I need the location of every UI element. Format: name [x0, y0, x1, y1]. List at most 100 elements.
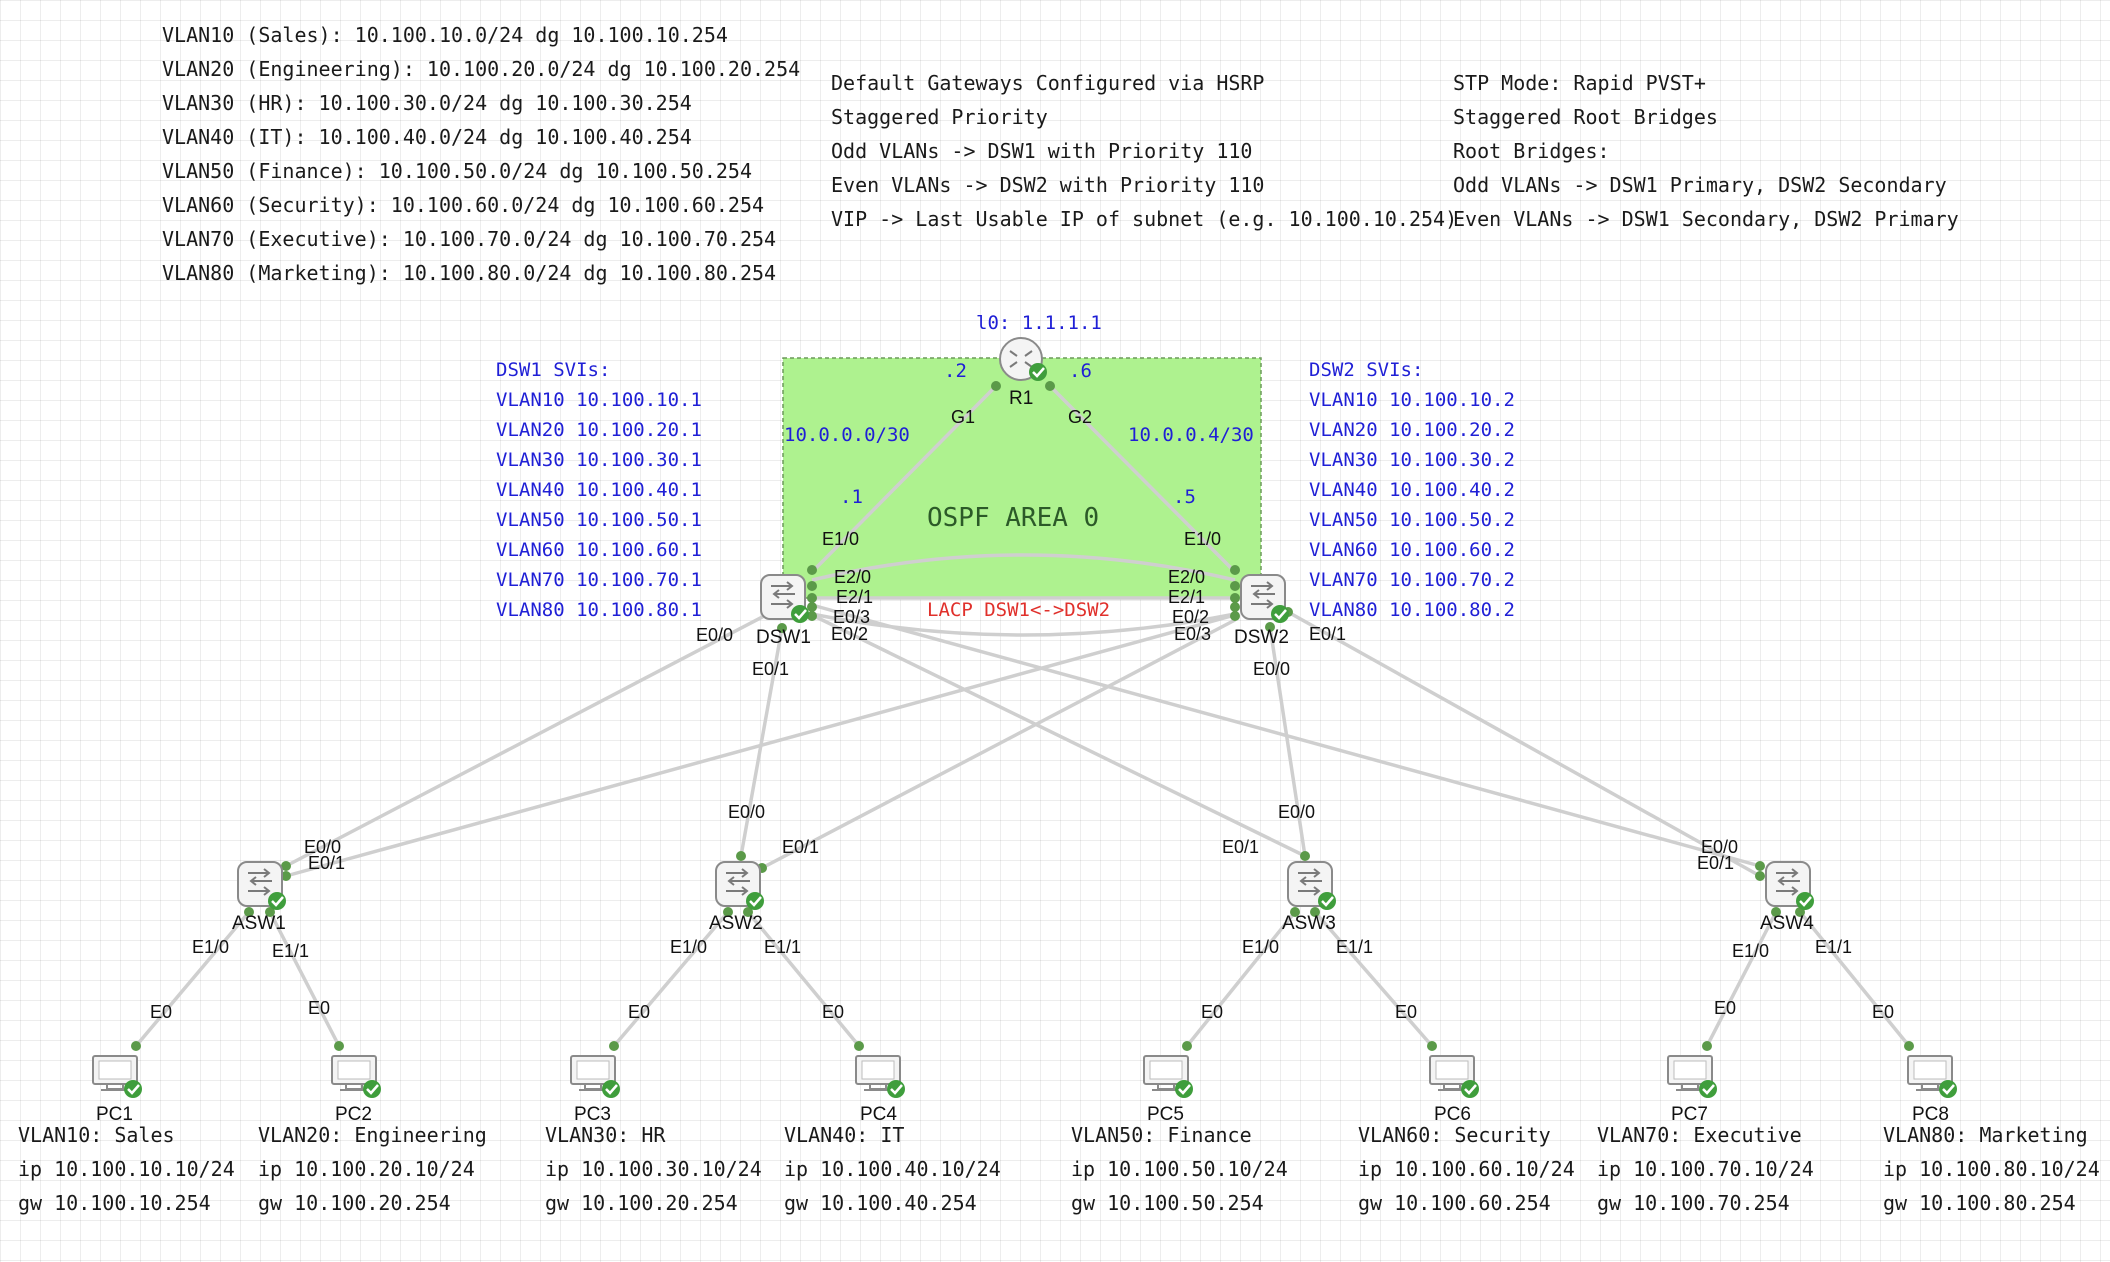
port-label: E1/0	[1242, 937, 1279, 957]
pc6[interactable]	[1428, 1054, 1481, 1100]
switch-dsw1[interactable]	[759, 573, 811, 625]
pc7-gw: gw 10.100.70.254	[1597, 1191, 1790, 1215]
dsw2-svi-line: VLAN40 10.100.40.2	[1309, 479, 1515, 501]
pc8-name: PC8	[1912, 1104, 1949, 1125]
switch-asw2[interactable]	[714, 860, 766, 912]
pc5-name: PC5	[1147, 1104, 1184, 1125]
pc7-name: PC7	[1671, 1104, 1708, 1125]
port-label: E0/0	[696, 625, 733, 645]
stp-info-line: Staggered Root Bridges	[1453, 105, 1718, 129]
dsw2-svi-line: VLAN10 10.100.10.2	[1309, 389, 1515, 411]
link-asw1-pc2	[268, 911, 341, 1047]
vlan-info-line: VLAN20 (Engineering): 10.100.20.0/24 dg …	[162, 57, 800, 81]
dsw1-svi-line: VLAN80 10.100.80.1	[496, 599, 702, 621]
port-label: E0/0	[728, 802, 765, 822]
pc6-ip: ip 10.100.60.10/24	[1358, 1157, 1575, 1181]
link-asw3-pc5	[1185, 910, 1297, 1048]
pc7[interactable]	[1666, 1054, 1719, 1100]
port-label: E0/0	[1253, 659, 1290, 679]
link-lacp-upper	[811, 553, 1236, 582]
switch-dsw2[interactable]	[1239, 573, 1291, 625]
link-dsw2-asw1	[285, 613, 1236, 878]
pc3[interactable]	[569, 1054, 622, 1100]
dsw1-svi-title: DSW1 SVIs:	[496, 359, 610, 381]
dsw1-host-label: .1	[840, 486, 863, 508]
port-label: E0	[1714, 998, 1736, 1018]
pc2-gw: gw 10.100.20.254	[258, 1191, 451, 1215]
left-subnet-label: 10.0.0.0/30	[784, 424, 910, 446]
hsrp-info-line: VIP -> Last Usable IP of subnet (e.g. 10…	[831, 207, 1457, 231]
pc3-ip: ip 10.100.30.10/24	[545, 1157, 762, 1181]
port-label: E0	[150, 1002, 172, 1022]
pc1-ip: ip 10.100.10.10/24	[18, 1157, 235, 1181]
link-dsw1-asw1	[285, 612, 769, 868]
pc3-vlan: VLAN30: HR	[545, 1123, 666, 1147]
port-label: G1	[951, 407, 975, 427]
port-label: E0/0	[1278, 802, 1315, 822]
pc4[interactable]	[854, 1054, 907, 1100]
link-r1-dsw2	[1048, 384, 1237, 574]
pc6-vlan: VLAN60: Security	[1358, 1123, 1551, 1147]
port-label: E2/1	[836, 587, 873, 607]
asw4-name: ASW4	[1760, 913, 1814, 934]
pc5[interactable]	[1142, 1054, 1195, 1100]
pc1-vlan: VLAN10: Sales	[18, 1123, 175, 1147]
port-label: E0/2	[831, 624, 868, 644]
pc3-gw: gw 10.100.20.254	[545, 1191, 738, 1215]
dsw1-svi-line: VLAN10 10.100.10.1	[496, 389, 702, 411]
r1-loopback-label: l0: 1.1.1.1	[976, 312, 1102, 334]
link-dsw2-asw3	[1268, 626, 1307, 857]
link-asw4-pc7	[1705, 911, 1778, 1047]
port-label: E0/1	[1222, 837, 1259, 857]
dsw2-svi-title: DSW2 SVIs:	[1309, 359, 1423, 381]
pc8[interactable]	[1906, 1054, 1959, 1100]
port-label: E0/1	[308, 853, 345, 873]
port-label: E1/0	[1184, 529, 1221, 549]
pc1-gw: gw 10.100.10.254	[18, 1191, 211, 1215]
dsw1-svi-line: VLAN70 10.100.70.1	[496, 569, 702, 591]
port-label: E1/0	[822, 529, 859, 549]
port-label: E0	[1872, 1002, 1894, 1022]
port-label: E0	[628, 1002, 650, 1022]
link-asw4-pc8	[1798, 910, 1911, 1048]
pc7-vlan: VLAN70: Executive	[1597, 1123, 1802, 1147]
switch-asw3[interactable]	[1286, 860, 1338, 912]
pc2-name: PC2	[335, 1104, 372, 1125]
switch-asw4[interactable]	[1764, 860, 1816, 912]
dsw1-svi-line: VLAN40 10.100.40.1	[496, 479, 702, 501]
port-label: E0/1	[782, 837, 819, 857]
router-r1[interactable]	[998, 336, 1049, 383]
dsw2-svi-line: VLAN30 10.100.30.2	[1309, 449, 1515, 471]
vlan-info-line: VLAN40 (IT): 10.100.40.0/24 dg 10.100.40…	[162, 125, 692, 149]
lacp-label: LACP DSW1<->DSW2	[927, 599, 1110, 621]
stp-info-line: STP Mode: Rapid PVST+	[1453, 71, 1706, 95]
switch-asw1[interactable]	[236, 860, 288, 912]
link-dsw2-asw4	[1287, 610, 1761, 878]
hsrp-info-line: Even VLANs -> DSW2 with Priority 110	[831, 173, 1264, 197]
r1-left-host-label: .2	[944, 360, 967, 382]
port-label: E0/0	[1701, 837, 1738, 857]
link-r1-dsw1	[810, 384, 998, 574]
pc7-ip: ip 10.100.70.10/24	[1597, 1157, 1814, 1181]
vlan-info-line: VLAN60 (Security): 10.100.60.0/24 dg 10.…	[162, 193, 764, 217]
dsw1-svi-line: VLAN20 10.100.20.1	[496, 419, 702, 441]
port-label: E0	[822, 1002, 844, 1022]
dsw1-svi-line: VLAN60 10.100.60.1	[496, 539, 702, 561]
pc5-vlan: VLAN50: Finance	[1071, 1123, 1252, 1147]
pc1[interactable]	[91, 1054, 144, 1100]
link-asw3-pc6	[1313, 910, 1434, 1048]
port-label: E0	[1201, 1002, 1223, 1022]
port-label: E0/0	[304, 837, 341, 857]
port-label: E1/1	[272, 941, 309, 961]
vlan-info-block: VLAN10 (Sales): 10.100.10.0/24 dg 10.100…	[162, 23, 800, 285]
dsw1-name: DSW1	[756, 627, 811, 648]
pc3-name: PC3	[574, 1104, 611, 1125]
asw2-name: ASW2	[709, 913, 763, 934]
port-label: E0/3	[833, 607, 870, 627]
vlan-info-line: VLAN30 (HR): 10.100.30.0/24 dg 10.100.30…	[162, 91, 692, 115]
pc-info-blocks: VLAN10: Sales ip 10.100.10.10/24 gw 10.1…	[18, 1123, 2100, 1215]
pc2-vlan: VLAN20: Engineering	[258, 1123, 487, 1147]
link-asw2-pc4	[746, 910, 861, 1048]
pc2[interactable]	[330, 1054, 383, 1100]
